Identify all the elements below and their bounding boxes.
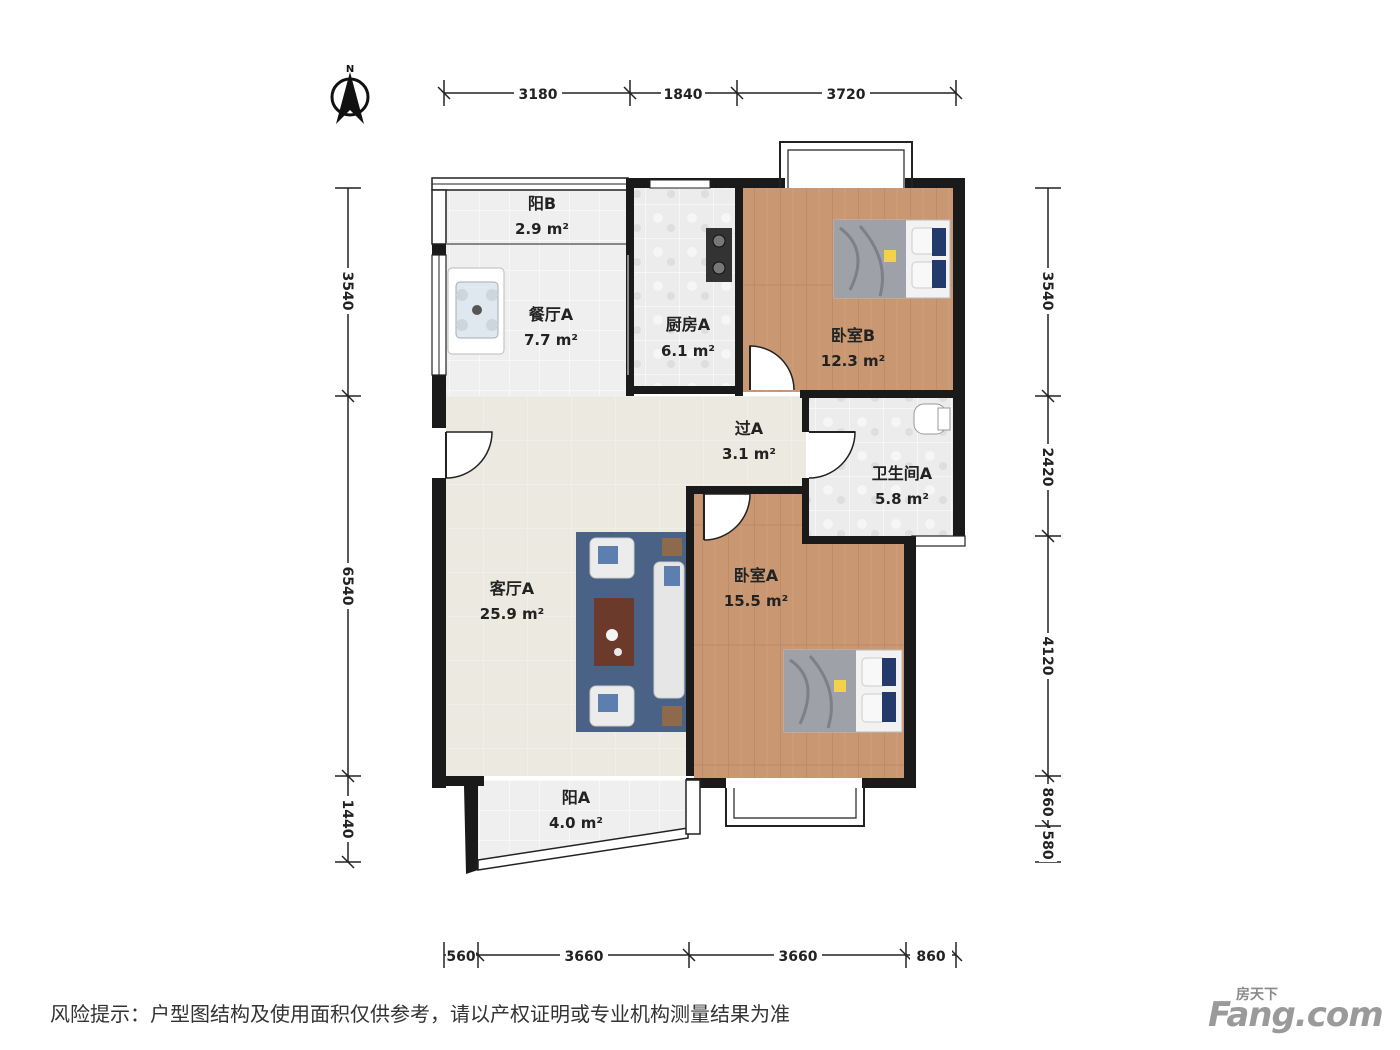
bedroom-a-door-icon: [703, 493, 751, 541]
toilet-icon: [913, 403, 951, 435]
room-name: 厨房A: [666, 315, 711, 334]
dimension-right-3: 4120: [1039, 637, 1055, 676]
balcony-b-floor: [446, 188, 626, 244]
room-name: 卫生间A: [872, 464, 933, 483]
room-label-bedroom-b: 卧室B 12.3 m²: [821, 326, 885, 370]
dimension-left-3: 1440: [339, 800, 355, 839]
dining-table-icon: [447, 267, 505, 355]
room-area: 2.9 m²: [515, 220, 569, 238]
doors: [445, 255, 856, 541]
dimension-right-5: 580: [1039, 830, 1055, 859]
room-area: 12.3 m²: [821, 352, 885, 370]
risk-disclaimer: 风险提示：户型图结构及使用面积仅供参考，请以产权证明或专业机构测量结果为准: [50, 1002, 790, 1026]
brand-name: 房天下: [1236, 987, 1278, 1003]
dimension-right-2: 2420: [1039, 448, 1055, 487]
dimension-top-2: 1840: [664, 87, 703, 103]
left-dimension-line: 3540 6540 1440: [335, 187, 361, 869]
room-area: 4.0 m²: [549, 814, 603, 832]
bedroom-b-door-icon: [749, 345, 795, 391]
room-area: 15.5 m²: [724, 592, 788, 610]
room-name: 卧室A: [734, 566, 779, 585]
walls: [431, 141, 966, 874]
bottom-dimension-line: 560 3660 3660 860: [443, 942, 963, 968]
room-area: 3.1 m²: [722, 445, 776, 463]
room-label-balcony-b: 阳B 2.9 m²: [515, 194, 569, 238]
room-label-bedroom-a: 卧室A 15.5 m²: [724, 566, 788, 610]
room-name: 过A: [735, 419, 764, 438]
dimension-top-3: 3720: [827, 87, 866, 103]
north-label: N: [346, 64, 354, 75]
entrance-door-icon: [445, 431, 493, 479]
room-area: 6.1 m²: [661, 342, 715, 360]
north-arrow-icon: N: [330, 64, 370, 124]
room-label-dining: 餐厅A 7.7 m²: [524, 305, 578, 349]
dimension-bottom-1: 560: [446, 949, 475, 965]
sofa-set-icon: [576, 532, 686, 732]
room-area: 7.7 m²: [524, 331, 578, 349]
room-label-balcony-a: 阳A 4.0 m²: [549, 788, 603, 832]
room-label-hall: 过A 3.1 m²: [722, 419, 776, 463]
top-dimension-line: 3180 1840 3720: [437, 80, 963, 106]
room-name: 客厅A: [490, 579, 535, 598]
room-area: 25.9 m²: [480, 605, 544, 623]
room-name: 卧室B: [831, 326, 875, 345]
dimension-bottom-2: 3660: [565, 949, 604, 965]
room-label-living: 客厅A 25.9 m²: [480, 579, 544, 623]
dimension-bottom-3: 3660: [779, 949, 818, 965]
dimension-right-4: 860: [1039, 787, 1055, 816]
brand-logo: Fang.com: [1208, 995, 1384, 1035]
bed-b-icon: [833, 219, 951, 299]
room-name: 阳A: [562, 788, 591, 807]
dimension-top-1: 3180: [519, 87, 558, 103]
dimension-bottom-4: 860: [916, 949, 945, 965]
room-label-bathroom: 卫生间A 5.8 m²: [872, 464, 933, 508]
bathroom-door-icon: [808, 431, 856, 479]
room-name: 餐厅A: [528, 305, 574, 324]
bed-a-icon: [783, 649, 903, 733]
right-dimension-line: 3540 2420 4120 860 580: [1035, 187, 1061, 863]
dimension-right-1: 3540: [1039, 272, 1055, 311]
kitchen-floor: [632, 188, 735, 392]
room-name: 阳B: [528, 194, 556, 213]
balcony-a-floor: [478, 780, 688, 866]
room-label-kitchen: 厨房A 6.1 m²: [661, 315, 715, 360]
dimension-left-2: 6540: [339, 567, 355, 606]
stove-icon: [706, 228, 732, 282]
dimension-left-1: 3540: [339, 272, 355, 311]
room-area: 5.8 m²: [875, 490, 929, 508]
